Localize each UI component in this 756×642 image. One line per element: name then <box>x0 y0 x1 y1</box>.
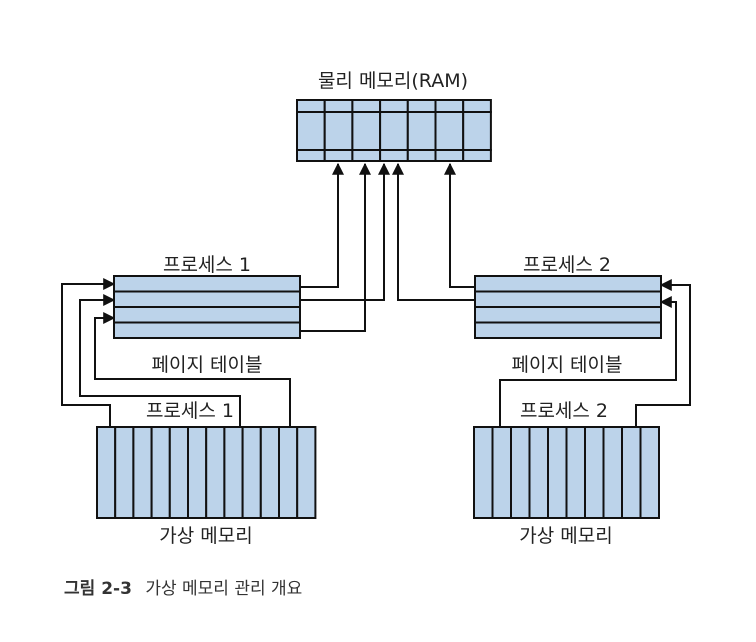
virtual-page <box>621 426 642 519</box>
p2-vm-to-pt-arrow-outer <box>635 279 691 427</box>
virtual-page <box>150 426 171 519</box>
ram-cell <box>323 111 354 151</box>
p1-pt-to-ram-arrow-3 <box>300 162 371 332</box>
ram-cell <box>462 99 492 113</box>
virtual-page <box>510 426 531 519</box>
virtual-page <box>491 426 512 519</box>
virtual-page <box>187 426 208 519</box>
virtual-page <box>114 426 135 519</box>
ram-cell <box>406 111 437 151</box>
figure-caption: 그림 2-3 가상 메모리 관리 개요 <box>64 579 302 599</box>
ram-cell <box>296 149 326 162</box>
process2-label: 프로세스 2 <box>523 254 611 276</box>
p2-pt-to-ram-arrow-2 <box>444 162 475 288</box>
page-table-entry <box>113 275 301 293</box>
page-table-entry <box>113 306 301 324</box>
process1-virtual-memory <box>96 426 317 519</box>
page-table-entry <box>113 290 301 308</box>
p1-pt-to-ram-arrow-1 <box>300 162 344 288</box>
page-table-entry <box>113 321 301 339</box>
page-table-entry <box>474 290 662 308</box>
figure-caption-text: 가상 메모리 관리 개요 <box>145 579 302 599</box>
process2-vm-process-label: 프로세스 2 <box>520 400 608 422</box>
p1-vm-to-pt-arrow-middle <box>79 294 241 427</box>
process1-page-table-label: 페이지 테이블 <box>152 354 263 376</box>
virtual-page <box>241 426 262 519</box>
virtual-page <box>639 426 660 519</box>
virtual-page <box>278 426 299 519</box>
ram-cell <box>462 149 492 162</box>
ram-cell <box>434 99 465 113</box>
ram-cell <box>379 99 409 113</box>
ram-cell <box>462 111 492 151</box>
ram-cell <box>296 99 326 113</box>
ram-cell <box>351 111 382 151</box>
ram-label: 물리 메모리(RAM) <box>318 70 468 92</box>
process2-vm-label: 가상 메모리 <box>519 525 612 547</box>
ram-cell <box>296 111 326 151</box>
virtual-page <box>565 426 586 519</box>
process1-vm-label: 가상 메모리 <box>159 525 252 547</box>
virtual-page <box>547 426 568 519</box>
process1-label: 프로세스 1 <box>163 254 251 276</box>
page-table-entry <box>474 321 662 339</box>
virtual-page <box>259 426 280 519</box>
p1-vm-to-pt-arrow-outer <box>61 278 116 427</box>
ram-cell <box>406 149 437 162</box>
physical-memory-block <box>296 99 492 162</box>
virtual-page <box>602 426 623 519</box>
p1-pt-to-ram-arrow-2 <box>300 162 390 301</box>
virtual-page <box>168 426 190 519</box>
process1-page-table <box>113 275 301 339</box>
page-table-entry <box>474 275 662 293</box>
process2-page-table-label: 페이지 테이블 <box>512 354 623 376</box>
virtual-page <box>584 426 605 519</box>
ram-cell <box>434 149 465 162</box>
ram-cell <box>434 111 465 151</box>
page-table-entry <box>474 306 662 324</box>
virtual-page <box>296 426 317 519</box>
virtual-page <box>205 426 226 519</box>
ram-cell <box>351 99 382 113</box>
ram-cell <box>323 149 354 162</box>
virtual-page <box>473 426 494 519</box>
process2-virtual-memory <box>473 426 660 519</box>
ram-cell <box>406 99 437 113</box>
p2-vm-to-pt-arrow-inner <box>499 296 677 427</box>
virtual-page <box>96 426 117 519</box>
ram-cell <box>379 111 409 151</box>
process2-page-table <box>474 275 662 339</box>
ram-cell <box>379 149 409 162</box>
p2-pt-to-ram-arrow-1 <box>392 162 475 301</box>
virtual-page <box>132 426 153 519</box>
virtual-page <box>223 426 244 519</box>
process1-vm-process-label: 프로세스 1 <box>146 400 234 422</box>
figure-number: 그림 2-3 <box>64 579 132 599</box>
virtual-page <box>528 426 549 519</box>
ram-cell <box>323 99 354 113</box>
p1-vm-to-pt-arrow-inner <box>94 312 291 427</box>
ram-cell <box>351 149 382 162</box>
